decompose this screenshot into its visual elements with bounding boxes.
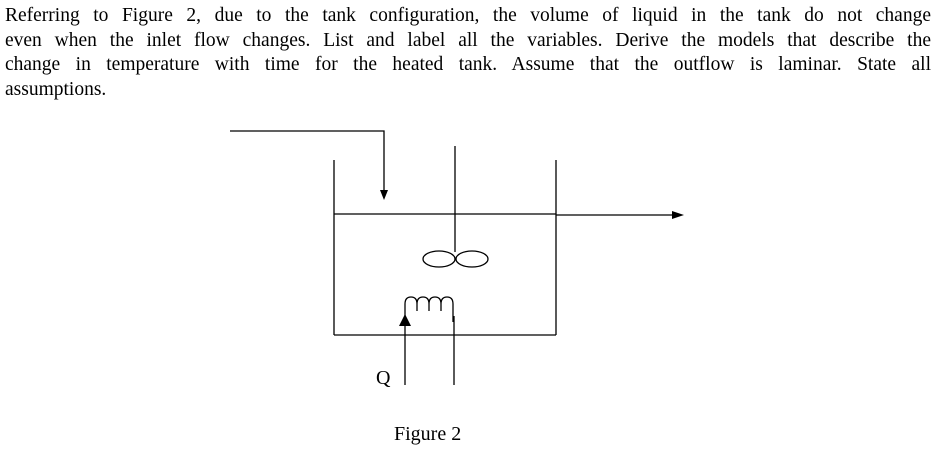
figure-caption: Figure 2	[394, 423, 461, 445]
question-line-2: even when the inlet flow changes. List a…	[5, 29, 931, 51]
question-line-4: assumptions.	[5, 78, 107, 100]
heater-arrowhead	[399, 314, 411, 326]
inlet-arrowhead	[380, 190, 388, 200]
outlet-arrowhead	[672, 211, 684, 219]
heating-coil	[404, 296, 454, 322]
question-text: Referring to Figure 2, due to the tank c…	[5, 4, 931, 102]
question-line-3: change in temperature with time for the …	[5, 54, 931, 75]
heat-input-label: Q	[376, 367, 391, 389]
question-line-1: Referring to Figure 2, due to the tank c…	[5, 5, 931, 26]
impeller-blade-left	[422, 250, 456, 268]
impeller-blade-right	[455, 250, 489, 268]
inlet-pipe	[230, 130, 385, 190]
